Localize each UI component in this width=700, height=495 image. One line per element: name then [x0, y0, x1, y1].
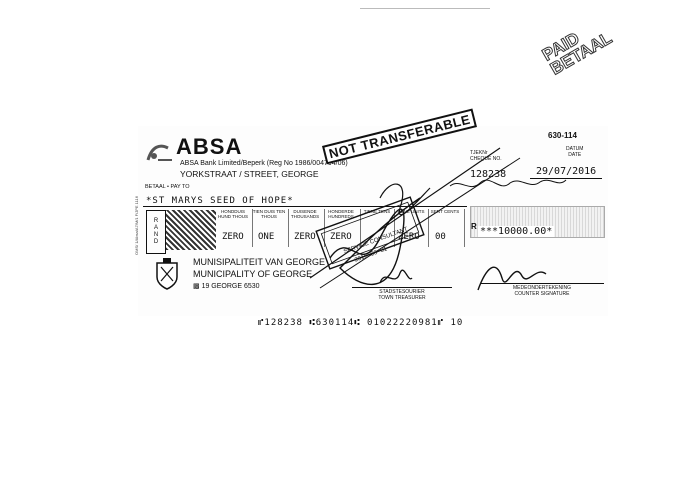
rand-box: R A N D [146, 210, 166, 254]
micr-line: ⑈128238 ⑆630114⑆ 01022220981⑈ 10 [258, 318, 464, 328]
cheque-no-label: TJEKNr CHEQUE NO. [470, 150, 502, 162]
column-header: TIEN DUIS TEN THOUS [252, 209, 286, 219]
signature-line-2 [480, 283, 604, 284]
date-label-af: DATUM [566, 146, 584, 152]
payee-name: *ST MARYS SEED OF HOPE* [146, 196, 294, 206]
signature-label-1: STADSTESOURIER TOWN TREASURER [352, 289, 452, 301]
amount-word: ONE [258, 232, 275, 242]
column-header: EENE UNITS [397, 209, 425, 214]
paid-stamp: PAID BETAAL [539, 16, 616, 79]
column-divider [428, 209, 429, 247]
cheque-no-label-en: CHEQUE NO. [470, 156, 502, 162]
amount-word: ZERO [222, 232, 244, 242]
signature-label-1-en: TOWN TREASURER [378, 295, 426, 301]
column-divider [360, 209, 361, 247]
column-header: DUISENDE THOUSANDS [290, 209, 320, 219]
bank-legal-name: ABSA Bank Limited/Beperk (Reg No 1986/00… [180, 160, 348, 167]
payee-underline [143, 206, 467, 207]
rand-letter: N [153, 232, 159, 238]
amount-word: ZERO [330, 232, 352, 242]
column-header: TIENE TENS [363, 209, 391, 214]
branch-code: 630-114 [548, 131, 577, 140]
scan-top-line [360, 8, 490, 9]
signature-label-2: MEDEONDERTEKENING COUNTER SIGNATURE [480, 285, 604, 297]
rand-letter: D [153, 239, 159, 245]
pay-to-label: BETAAL • PAY TO [145, 184, 190, 190]
drawer-name-en: MUNICIPALITY OF GEORGE [193, 269, 313, 279]
column-divider [252, 209, 253, 247]
signature-line-1 [352, 287, 452, 288]
cheque-number: 128238 [470, 169, 507, 180]
signature-label-1-af: STADSTESOURIER [379, 289, 425, 295]
postbox-icon: ▩ [193, 283, 200, 290]
date-underline [530, 178, 602, 179]
signature-label-2-en: COUNTER SIGNATURE [514, 291, 570, 297]
security-hatch [166, 210, 216, 250]
column-divider [464, 209, 465, 247]
drawer-address-text: 19 GEORGE 6530 [201, 283, 260, 290]
currency-mark: R [471, 222, 477, 231]
column-divider [288, 209, 289, 247]
amount-word: 00 [435, 232, 446, 242]
date-label: DATUM DATE [566, 146, 583, 158]
column-header: HONDDUIS HUND THOUS [218, 209, 248, 219]
rand-letter: A [153, 225, 158, 231]
rand-letter: R [153, 218, 159, 224]
absa-logo-icon [146, 144, 172, 161]
bank-address: YORKSTRAAT / STREET, GEORGE [180, 169, 319, 179]
drawer-name-af: MUNISIPALITEIT VAN GEORGE [193, 257, 326, 267]
drawer-address: ▩ 19 GEORGE 6530 [193, 282, 260, 290]
amount-figures: ***10000.00* [478, 226, 555, 237]
amount-word: ZERO [294, 232, 316, 242]
column-divider [394, 209, 395, 247]
date-label-en: DATE [568, 152, 582, 158]
column-header: SENT CENTS [430, 209, 460, 214]
column-header: HONDERDE HUNDREDS [328, 209, 354, 219]
bank-logo-text: ABSA [176, 134, 243, 159]
cheque-date: 29/07/2016 [536, 166, 597, 177]
column-divider [324, 209, 325, 247]
side-print-code: OMS/ 1/Absa/A7/M/1 F/JPE 1116 [134, 196, 139, 255]
municipal-crest-icon [156, 258, 178, 290]
